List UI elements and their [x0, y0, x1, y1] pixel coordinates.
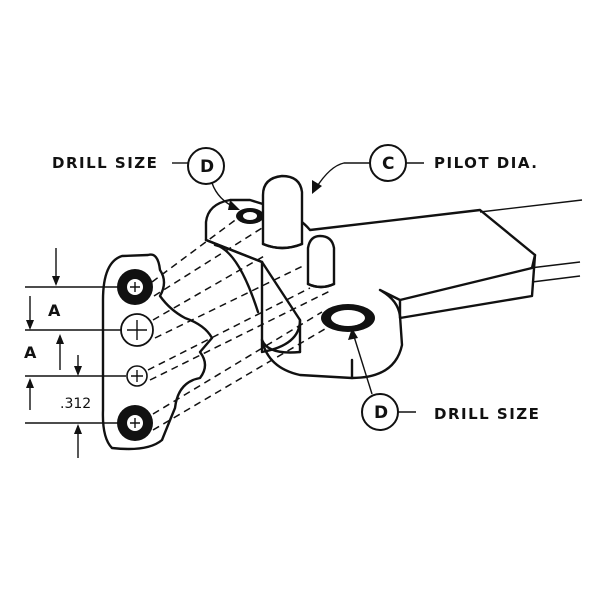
- bubble-d-top: D: [200, 157, 214, 177]
- plate-hole-4: [117, 405, 153, 441]
- label-pilot-dia: PILOT DIA.: [434, 154, 538, 172]
- dimension-a-lower: A: [24, 343, 37, 362]
- callout-c: [312, 144, 424, 194]
- bubble-d-bottom: D: [374, 403, 388, 423]
- pilot-pin-large: [261, 174, 304, 250]
- bubble-c: C: [382, 154, 394, 174]
- dimension-lines: [25, 248, 126, 458]
- callout-d-bottom: [348, 328, 416, 431]
- callout-d-top: [172, 147, 240, 210]
- lead-wires: [479, 199, 583, 283]
- drill-hole-top: [236, 208, 264, 224]
- plate-hole-1: [117, 269, 153, 305]
- fixture-body: [204, 198, 537, 380]
- label-drill-size-bottom: DRILL SIZE: [434, 405, 540, 423]
- projection-lines: [147, 217, 333, 431]
- dimension-offset: .312: [60, 396, 91, 412]
- pilot-pin-small: [306, 234, 336, 289]
- template-plate: [101, 253, 214, 451]
- label-drill-size-top: DRILL SIZE: [52, 154, 158, 172]
- drill-hole-bottom: [321, 304, 375, 332]
- plate-hole-3: [126, 365, 148, 387]
- plate-hole-2: [120, 313, 154, 347]
- dimension-a-upper: A: [48, 301, 61, 320]
